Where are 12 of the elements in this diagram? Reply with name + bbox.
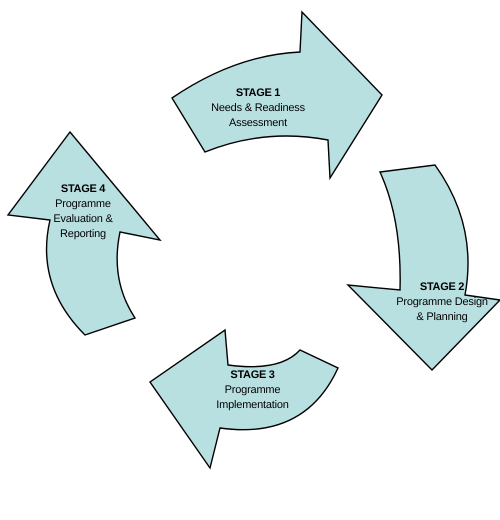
- stage-heading: STAGE 2: [418, 280, 466, 295]
- curved-arrow: [172, 12, 382, 178]
- curved-arrow: [348, 165, 500, 370]
- stage-description: Programme Evaluation & Reporting: [52, 197, 114, 242]
- curved-arrow: [150, 330, 338, 468]
- stage-heading: STAGE 3: [229, 368, 276, 383]
- stage-description: Needs & Readiness Assessment: [210, 101, 306, 131]
- stage-heading: STAGE 4: [60, 182, 106, 197]
- stage-description: Programme Design & Planning: [395, 295, 489, 325]
- stage-description: Programme Implementation: [215, 383, 290, 413]
- curved-arrow: [8, 132, 160, 335]
- stage-heading: STAGE 1: [234, 86, 282, 101]
